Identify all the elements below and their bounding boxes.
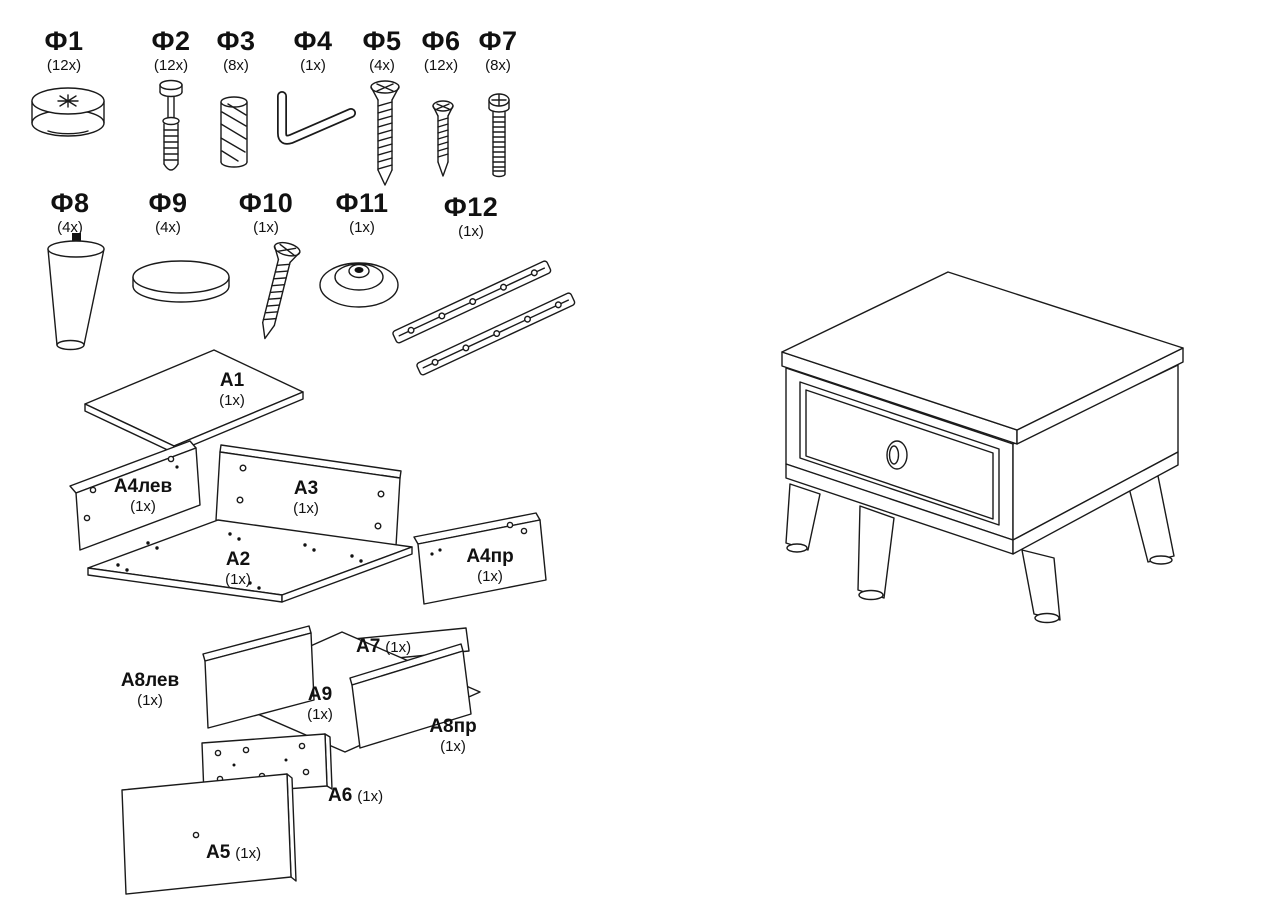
panel-a8-left: [202, 625, 315, 729]
panel-label-a1: A1(1x): [219, 370, 245, 409]
panel-label-a2: A2(1x): [225, 549, 251, 588]
small-screw-icon: [432, 100, 454, 177]
panel-a8-right: [349, 643, 472, 749]
panel-label-a8lev: A8лев(1x): [120, 670, 180, 709]
cam-bolt-icon: [159, 79, 183, 171]
panel-label-a3: A3(1x): [293, 478, 319, 517]
dowel-icon: [220, 96, 248, 168]
hardware-label-f10: Ф10(1x): [238, 188, 294, 237]
panel-label-a4lev: A4лев(1x): [113, 476, 173, 515]
screw-icon: [370, 80, 400, 186]
furniture-leg-icon: [47, 233, 105, 351]
cam-lock-icon: [31, 87, 105, 137]
pad-icon: [132, 260, 230, 303]
panel-a1: [84, 349, 304, 454]
panel-a4-left: [69, 440, 201, 551]
panel-a5: [121, 773, 297, 895]
knob-icon: [319, 262, 399, 308]
assembled-nightstand-illustration: [781, 271, 1184, 624]
panel-label-a6: A6(1x): [328, 785, 384, 806]
hardware-label-f3: Ф3(8x): [216, 26, 256, 75]
allen-key-icon: [277, 91, 356, 145]
hardware-label-f12: Ф12(1x): [443, 192, 499, 241]
hardware-label-f7: Ф7(8x): [478, 26, 518, 75]
panel-a2: [87, 519, 413, 603]
hardware-label-f1: Ф1(12x): [44, 26, 84, 75]
panel-a3: [215, 444, 402, 547]
bolt-icon: [488, 93, 510, 178]
hardware-label-f4: Ф4(1x): [293, 26, 333, 75]
panel-label-a8pr: A8пр(1x): [429, 716, 477, 755]
hardware-label-f8: Ф8(4x): [50, 188, 90, 237]
drawer-slides-icon: [392, 260, 576, 376]
panel-label-a5: A5(1x): [206, 842, 262, 863]
panel-label-a9: A9(1x): [307, 684, 333, 723]
panel-label-a7: A7(1x): [356, 636, 412, 657]
hardware-label-f6: Ф6(12x): [421, 26, 461, 75]
hardware-label-f9: Ф9(4x): [148, 188, 188, 237]
long-screw-icon: [262, 241, 301, 340]
panel-a4-right: [413, 512, 547, 605]
panel-label-a4pr: A4пр(1x): [466, 546, 514, 585]
hardware-label-f5: Ф5(4x): [362, 26, 402, 75]
hardware-label-f2: Ф2(12x): [151, 26, 191, 75]
hardware-label-f11: Ф11(1x): [335, 188, 389, 237]
